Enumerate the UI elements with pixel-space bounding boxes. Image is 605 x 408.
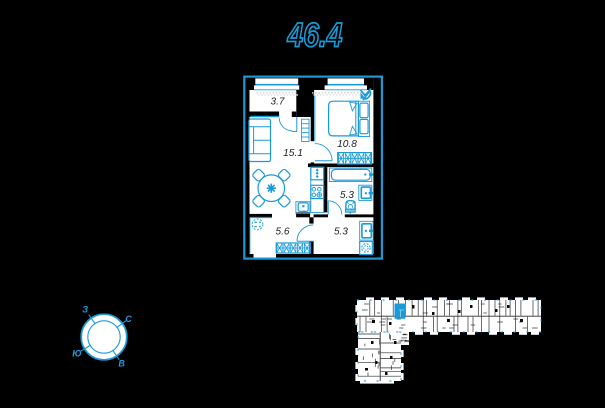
svg-text:В: В (118, 359, 125, 369)
svg-text:Ю: Ю (72, 349, 81, 359)
svg-text:46.4: 46.4 (287, 17, 343, 55)
svg-text:З: З (82, 304, 88, 314)
svg-text:5.3: 5.3 (334, 227, 348, 238)
svg-text:С: С (125, 314, 132, 324)
svg-text:3.7: 3.7 (271, 97, 285, 108)
svg-text:5.6: 5.6 (276, 227, 290, 238)
svg-text:15.1: 15.1 (283, 148, 303, 159)
svg-text:10.8: 10.8 (337, 139, 357, 150)
svg-text:5.3: 5.3 (340, 190, 354, 201)
